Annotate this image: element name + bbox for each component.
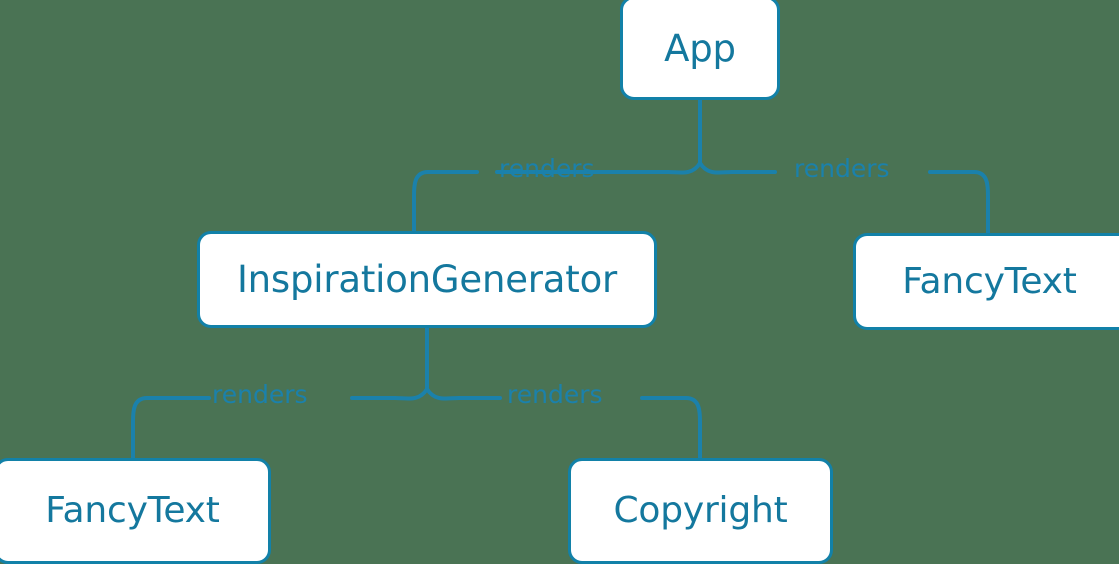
node-app-label: App	[664, 26, 736, 70]
node-fancytext-left-label: FancyText	[45, 490, 220, 531]
edge-label-inspiration-copyright: renders	[507, 380, 603, 409]
edge-inspiration-to-copyright	[425, 387, 702, 460]
edge-app-to-fancytext-right	[698, 161, 990, 235]
edge-label-app-fancytext-right: renders	[794, 154, 890, 183]
node-copyright[interactable]: Copyright	[568, 458, 833, 564]
edge-label-app-inspiration: renders	[499, 154, 595, 183]
node-fancytext-right-label: FancyText	[902, 260, 1077, 302]
node-app[interactable]: App	[620, 0, 780, 100]
node-fancytext-left[interactable]: FancyText	[0, 458, 271, 564]
node-copyright-label: Copyright	[613, 490, 788, 531]
node-inspiration-generator-label: InspirationGenerator	[236, 258, 618, 301]
node-fancytext-right[interactable]: FancyText	[853, 233, 1119, 330]
edge-label-inspiration-fancytext-left: renders	[212, 380, 308, 409]
node-inspiration-generator[interactable]: InspirationGenerator	[197, 231, 657, 328]
edge-app-to-inspiration	[412, 161, 702, 233]
edge-inspiration-to-fancytext-left	[131, 387, 429, 460]
